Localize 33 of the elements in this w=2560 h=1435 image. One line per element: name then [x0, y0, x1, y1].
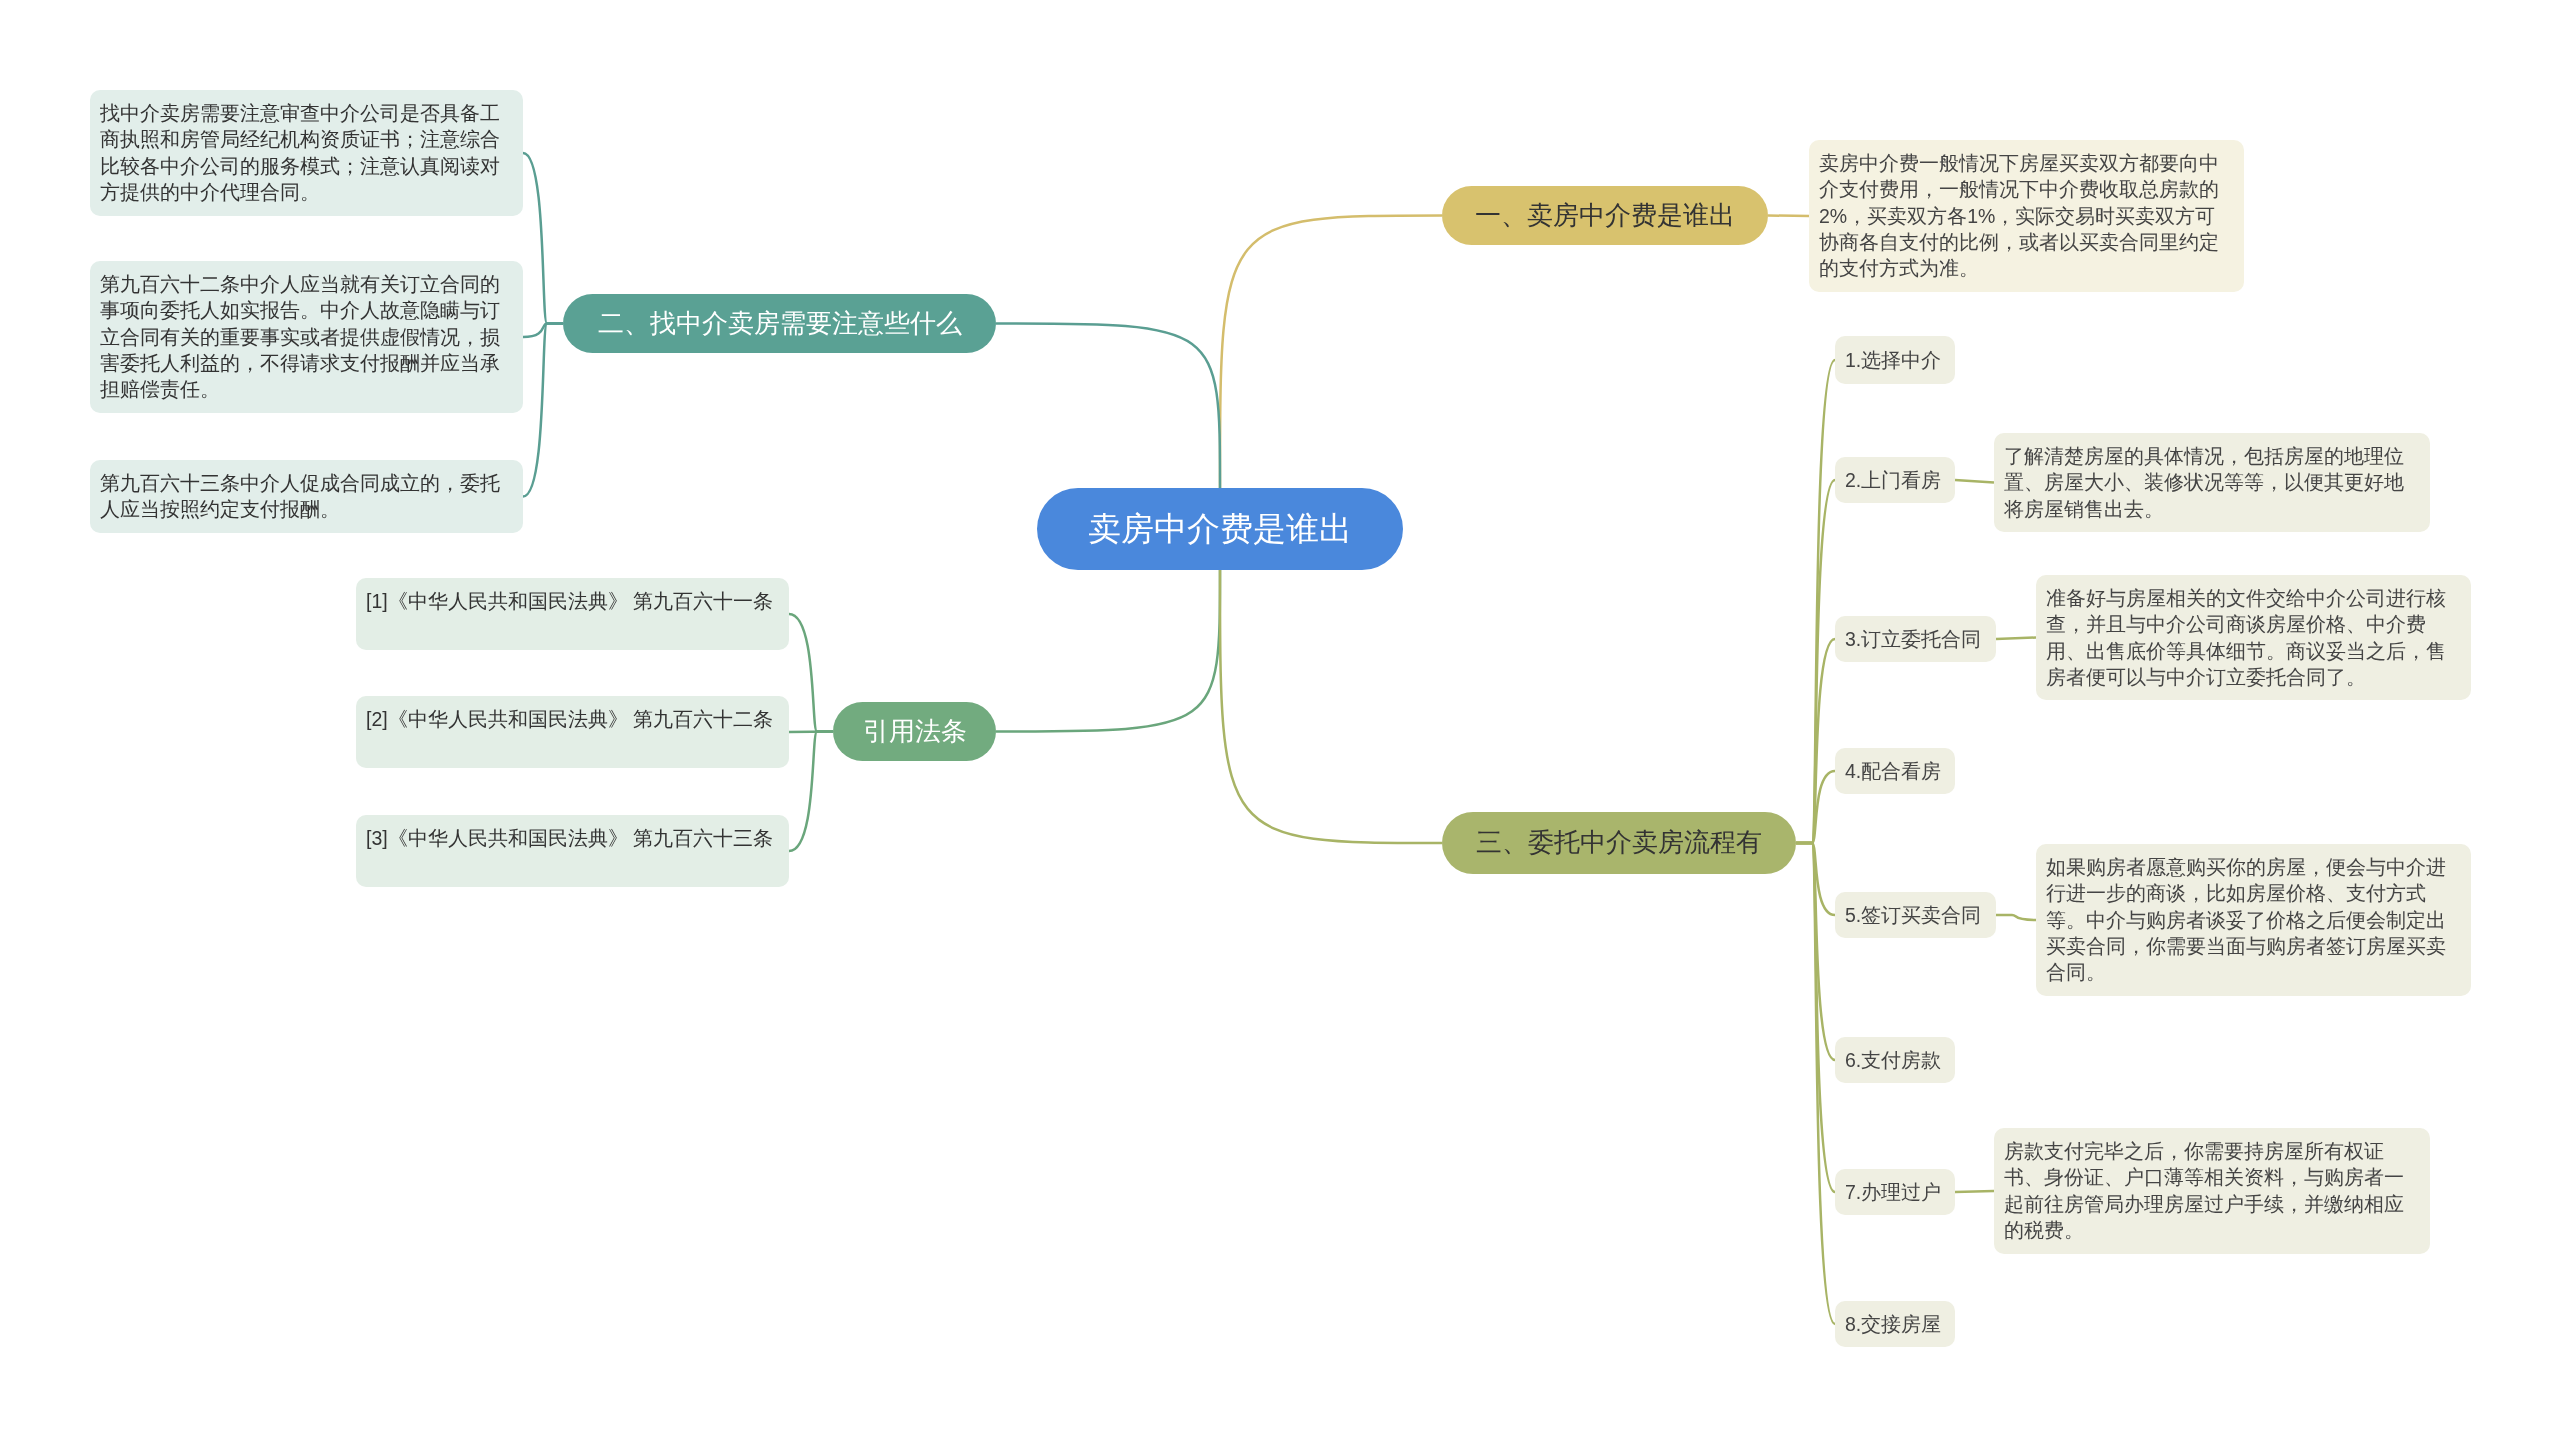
- note-box: 第九百六十二条中介人应当就有关订立合同的事项向委托人如实报告。中介人故意隐瞒与订立合同有关的重要事实或者提供虚假情况，损害委托人利益的，不得请求支付报酬并应当承担赔偿责任。: [90, 261, 523, 413]
- step-box: 2.上门看房: [1835, 457, 1955, 504]
- central-topic: 卖房中介费是谁出: [1037, 488, 1403, 570]
- note-box: 了解清楚房屋的具体情况，包括房屋的地理位置、房屋大小、装修状况等等，以便其更好地将房屋销售出去。: [1994, 433, 2430, 532]
- step-box: 7.办理过户: [1835, 1169, 1955, 1216]
- note-box: 找中介卖房需要注意审查中介公司是否具备工商执照和房管局经纪机构资质证书；注意综合比较各中介公司的服务模式；注意认真阅读对方提供的中介代理合同。: [90, 90, 523, 216]
- note-box: [3]《中华人民共和国民法典》 第九百六十三条: [356, 815, 789, 887]
- topic-box: 二、找中介卖房需要注意些什么: [563, 294, 996, 353]
- step-box: 5.签订买卖合同: [1835, 892, 1996, 939]
- connector-line: [1768, 214, 1809, 218]
- note-box: 第九百六十三条中介人促成合同成立的，委托人应当按照约定支付报酬。: [90, 460, 523, 533]
- step-box: 1.选择中介: [1835, 336, 1955, 384]
- topic-box: 三、委托中介卖房流程有: [1442, 812, 1796, 874]
- note-box: 卖房中介费一般情况下房屋买卖双方都要向中介支付费用，一般情况下中介费收取总房款的2%，买卖双方各1%，实际交易时买卖双方可协商各自支付的比例，或者以买卖合同里约定的支付方式为准。: [1809, 140, 2244, 292]
- connector-line: [1954, 478, 1995, 484]
- connector-line: [1996, 913, 2037, 922]
- step-box: 8.交接房屋: [1835, 1301, 1955, 1348]
- connector-line: [522, 322, 563, 498]
- note-box: 房款支付完毕之后，你需要持房屋所有权证书、身份证、户口薄等相关资料，与购房者一起前往房管局办理房屋过户手续，并缴纳相应的税费。: [1994, 1128, 2430, 1254]
- topic-box: 引用法条: [833, 702, 996, 761]
- step-box: 3.订立委托合同: [1835, 616, 1996, 663]
- topic-box: 一、卖房中介费是谁出: [1442, 186, 1768, 245]
- connector-line: [996, 322, 1222, 488]
- note-box: 准备好与房屋相关的文件交给中介公司进行核查，并且与中介公司商谈房屋价格、中介费用、出售底价等具体细节。商议妥当之后，售房者便可以与中介订立委托合同了。: [2036, 575, 2471, 701]
- connector-line: [1218, 570, 1442, 845]
- connector-line: [788, 730, 833, 853]
- note-box: [1]《中华人民共和国民法典》 第九百六十一条: [356, 578, 789, 650]
- connector-line: [1995, 636, 2037, 641]
- step-box: 4.配合看房: [1835, 748, 1955, 795]
- note-box: 如果购房者愿意购买你的房屋，便会与中介进行进一步的商谈，比如房屋价格、支付方式等。中介与购房者谈妥了价格之后便会制定出买卖合同，你需要当面与购房者签订房屋买卖合同。: [2036, 844, 2471, 996]
- connector-line: [1954, 1189, 1995, 1194]
- step-box: 6.支付房款: [1835, 1037, 1955, 1084]
- note-box: [2]《中华人民共和国民法典》 第九百六十二条: [356, 696, 789, 768]
